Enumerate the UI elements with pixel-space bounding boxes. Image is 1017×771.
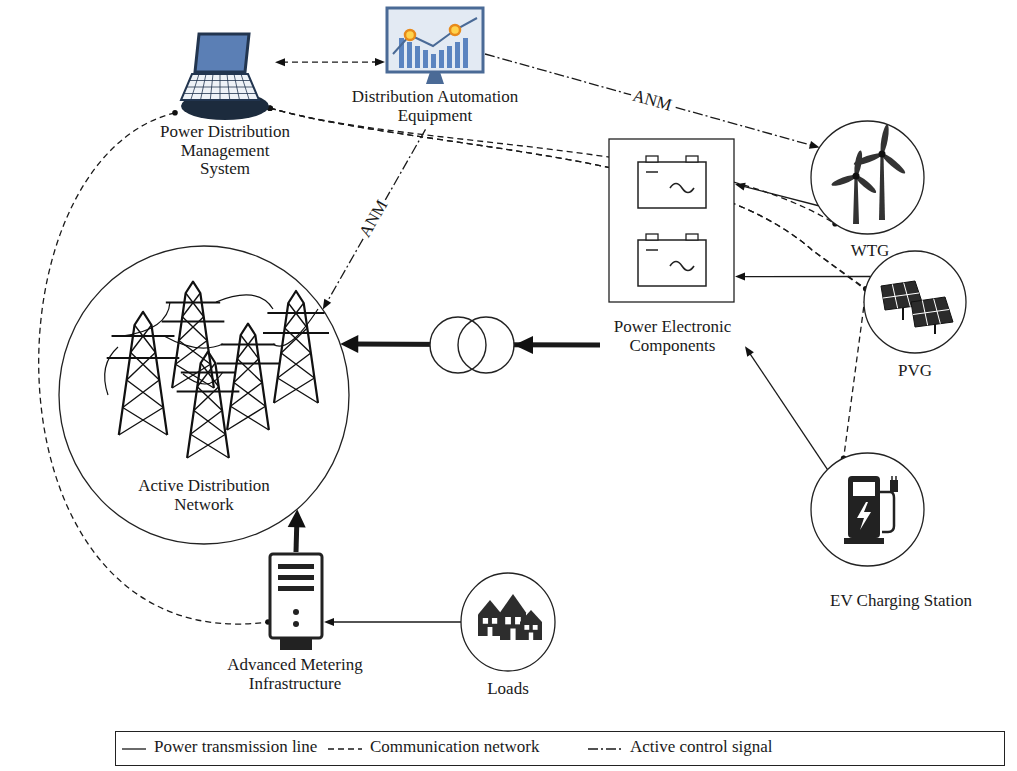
connector-line [485, 54, 813, 146]
node-label: Advanced Metering Infrastructure [205, 656, 385, 693]
ev-icon [810, 452, 925, 567]
pvg-icon [863, 250, 967, 354]
pv-generator-circle: PVG [855, 250, 975, 395]
loads-circle: Loads [452, 572, 564, 712]
connector [323, 129, 426, 309]
metering-server: Advanced Metering Infrastructure [200, 552, 390, 702]
node-label: Power Distribution Management System [155, 123, 295, 179]
legend-swatch [328, 744, 362, 754]
arrow-head [735, 273, 745, 281]
legend-text: Active control signal [628, 738, 775, 757]
connector-line [749, 352, 828, 469]
node-label: Active Distribution Network [114, 477, 294, 514]
arrow-head [375, 58, 385, 66]
connector-line [270, 108, 866, 458]
loads-icon [460, 572, 556, 672]
legend-text: Power transmission line [152, 738, 319, 757]
arrow-head [745, 346, 754, 357]
connector [485, 54, 820, 149]
connector [735, 273, 871, 281]
ev-station-circle: EV Charging Station [790, 452, 1012, 632]
connector-line [742, 186, 819, 206]
connector-line [270, 108, 835, 224]
connector [267, 105, 838, 226]
power-electronics-box: Power Electronic Components [600, 138, 745, 383]
management-system: Power Distribution Management System [135, 28, 315, 188]
node-label: Loads [458, 680, 558, 699]
edge-label: ANM [629, 86, 676, 116]
arrow-head [324, 618, 334, 626]
connector-line [326, 129, 425, 303]
wtg-icon [810, 120, 925, 235]
link-dot [172, 110, 178, 116]
node-label: WTG [830, 242, 910, 261]
arrow-head [809, 141, 820, 149]
connector [267, 105, 868, 291]
ami-icon [268, 552, 324, 652]
legend-swatch [588, 744, 622, 754]
arrow-head [275, 58, 285, 66]
connector [275, 58, 385, 66]
arrow-head [323, 299, 331, 310]
connector [324, 618, 461, 626]
node-label: Distribution Automation Equipment [348, 88, 523, 125]
edge-label: ANM [355, 196, 393, 243]
laptop-icon [175, 30, 275, 122]
arrow-head [735, 183, 746, 191]
connector [267, 105, 866, 461]
connector-line [742, 276, 871, 277]
legend-swatch [122, 744, 146, 754]
node-label: EV Charging Station [796, 592, 1006, 611]
pec-icon [608, 138, 735, 303]
legend-text: Communication network [368, 738, 542, 757]
connector [745, 346, 828, 469]
connector-line [282, 61, 378, 62]
node-label: Power Electronic Components [600, 318, 745, 355]
automation-equipment: Distribution Automation Equipment [340, 4, 530, 129]
connector [288, 509, 306, 552]
distribution-network-circle: Active Distribution Network [58, 245, 350, 545]
connector-line [331, 621, 461, 622]
node-label: PVG [875, 362, 955, 381]
connector-line [270, 108, 866, 289]
monitor-icon [385, 6, 485, 86]
